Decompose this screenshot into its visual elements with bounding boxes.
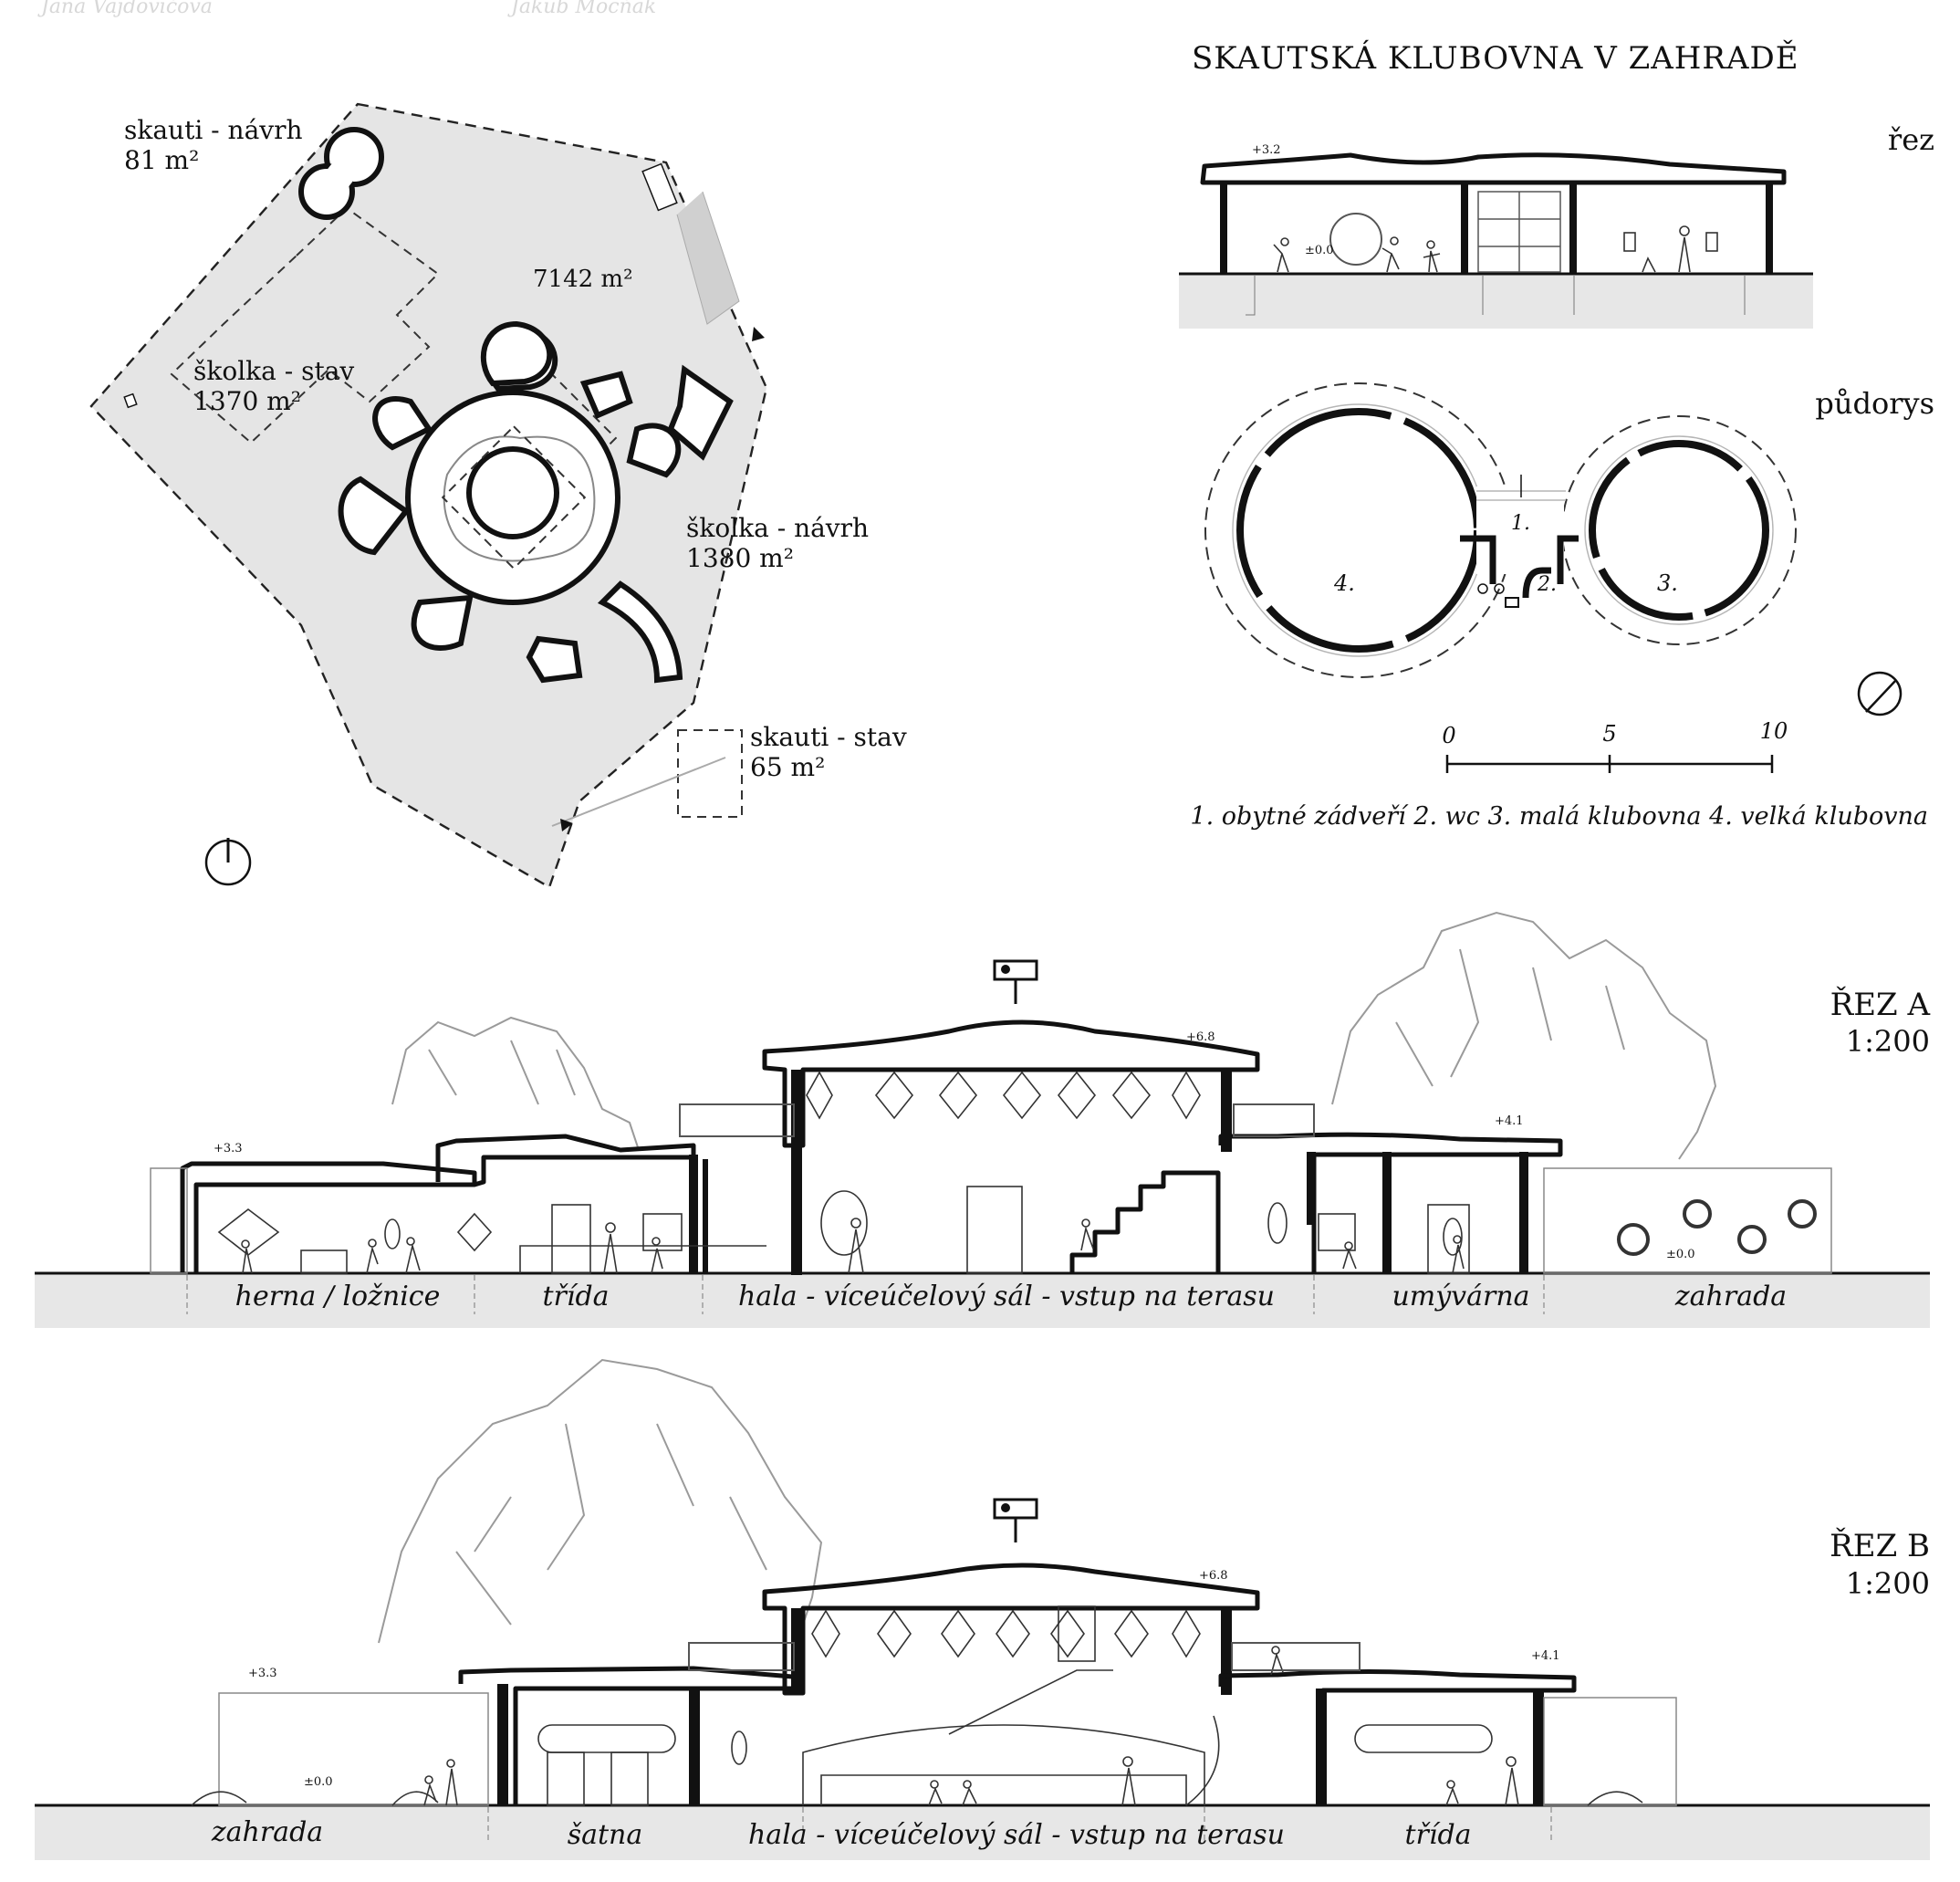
tree-outline — [1331, 911, 1717, 1160]
room-number-4: 4. — [1333, 570, 1355, 596]
room-label-hala: hala - víceúčelový sál - vstup na terasu — [738, 1281, 1275, 1312]
section-a-scale: 1:200 — [1846, 1024, 1930, 1059]
level-mark: +3.3 — [214, 1142, 243, 1155]
window-diamonds — [806, 1071, 1201, 1120]
room-label-zahrada: zahrada — [211, 1816, 323, 1848]
room-label-trida: třída — [542, 1281, 609, 1312]
kindergarten-proposed-building — [338, 320, 734, 684]
zone-area-skolka-navrh: 1380 m² — [686, 543, 794, 573]
scale-bar: 0 5 10 — [1442, 718, 1788, 773]
level-mark: +4.1 — [1495, 1114, 1524, 1128]
level-mark: +6.8 — [1186, 1030, 1215, 1044]
scale-label-10: 10 — [1760, 718, 1788, 744]
room-label-zahrada: zahrada — [1674, 1281, 1787, 1312]
room-label-hala: hala - víceúčelový sál - vstup na terasu — [748, 1819, 1285, 1851]
zone-area-skolka-stav: 1370 m² — [193, 386, 301, 416]
zone-area-skauti-navrh: 81 m² — [124, 145, 199, 175]
level-mark: ±0.0 — [304, 1775, 333, 1789]
room-legend: 1. obytné zádveří 2. wc 3. malá klubovna… — [1190, 802, 1928, 831]
figure-icon — [423, 1646, 1519, 1806]
faded-author-left: Jana Vajdovičová — [37, 0, 213, 18]
section-a: ŘEZ A 1:200 — [35, 911, 1931, 1328]
site-marker — [123, 392, 138, 409]
klubovna-level-floor: ±0.0 — [1305, 244, 1334, 257]
site-plan: skauti - návrh 81 m² 7142 m² školka - st… — [89, 102, 907, 889]
room-label-trida: třída — [1404, 1819, 1471, 1851]
section-b-scale: 1:200 — [1846, 1566, 1930, 1601]
section-b-ground — [35, 1805, 1930, 1860]
level-mark: +3.3 — [248, 1667, 277, 1680]
zone-name-skauti-navrh: skauti - návrh — [124, 115, 303, 145]
room-number-3: 3. — [1657, 570, 1678, 596]
entry-arrow-east — [752, 327, 765, 341]
garden-path — [551, 757, 726, 827]
gate-structure — [641, 162, 678, 212]
zone-name-skolka-navrh: školka - návrh — [686, 513, 869, 543]
room-label-satna: šatna — [568, 1819, 643, 1851]
existing-kindergarten-outline — [170, 206, 440, 444]
figure-icon — [241, 1218, 1465, 1274]
room-number-2: 2. — [1537, 573, 1557, 596]
section-b: ŘEZ B 1:200 — [35, 1358, 1930, 1860]
zone-area-skauti-stav: 65 m² — [750, 752, 825, 782]
scale-label-5: 5 — [1602, 721, 1616, 747]
scale-label-0: 0 — [1442, 723, 1455, 748]
klubovna-section-label: řez — [1888, 122, 1934, 157]
level-mark: +6.8 — [1199, 1569, 1228, 1583]
entrance-path — [676, 191, 740, 325]
figure-icon — [1273, 225, 1718, 273]
rooftop-ornament — [993, 1498, 1038, 1542]
room-label-herna: herna / ložnice — [235, 1281, 441, 1312]
klubovna-level-top: +3.2 — [1252, 143, 1281, 157]
site-total-area: 7142 m² — [533, 266, 633, 293]
level-mark: +4.1 — [1531, 1649, 1560, 1663]
north-arrow-icon — [1857, 671, 1903, 716]
klubovna-section: řez +3.2 ±0.0 — [1179, 122, 1934, 329]
klubovna-plan: půdorys 1. 2. 3. 4. 0 5 10 — [1190, 382, 1934, 831]
entry-arrow-south — [560, 819, 573, 831]
section-b-title: ŘEZ B — [1830, 1527, 1930, 1564]
klubovna-ground — [1179, 274, 1813, 329]
tree-outline — [391, 1016, 640, 1151]
level-mark: ±0.0 — [1666, 1248, 1695, 1261]
skauti-existing-outline — [677, 729, 743, 818]
sheet-title: SKAUTSKÁ KLUBOVNA V ZAHRADĚ — [1192, 39, 1799, 77]
klubovna-plan-label: půdorys — [1815, 386, 1934, 421]
skauti-proposed-building — [298, 127, 384, 220]
room-label-umyvarna: umývárna — [1392, 1281, 1529, 1312]
rooftop-ornament — [993, 959, 1038, 1004]
interior-details — [191, 1605, 1643, 1806]
north-arrow-icon — [204, 838, 252, 886]
room-number-1: 1. — [1511, 512, 1530, 535]
tree-outline — [378, 1358, 823, 1653]
section-a-title: ŘEZ A — [1830, 986, 1931, 1023]
zone-name-skauti-stav: skauti - stav — [750, 722, 907, 752]
interior-details — [217, 1186, 1470, 1274]
faded-author-right: Jakub Mocňák — [507, 0, 656, 18]
section-a-ground — [35, 1273, 1930, 1328]
zone-name-skolka-stav: školka - stav — [193, 356, 354, 386]
window-diamonds — [811, 1609, 1201, 1658]
